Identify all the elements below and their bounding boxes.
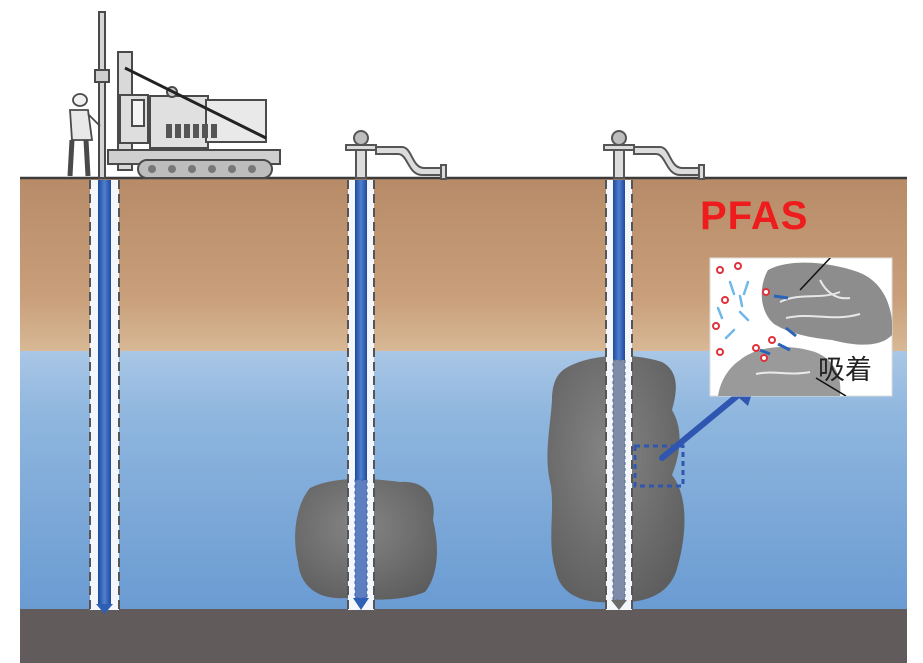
well-head-3 bbox=[603, 130, 705, 180]
adsorption-markers bbox=[759, 294, 797, 356]
well-1 bbox=[89, 180, 120, 614]
pfas-molecule-markers bbox=[712, 262, 776, 362]
bedrock-layer bbox=[20, 609, 907, 663]
pfas-label: PFAS bbox=[700, 194, 809, 238]
well-head-2 bbox=[345, 130, 447, 180]
well-2 bbox=[347, 180, 375, 610]
well-3 bbox=[605, 180, 633, 610]
worker-icon bbox=[67, 93, 101, 177]
adsorption-label: 吸着 bbox=[818, 355, 872, 386]
flow-arrow-markers bbox=[716, 280, 750, 340]
arrow-icon bbox=[659, 389, 745, 461]
adsorption-inset bbox=[709, 257, 893, 397]
adsorbent-particle-lower bbox=[718, 347, 841, 396]
detail-region-box bbox=[633, 444, 685, 488]
adsorbent-particle-upper bbox=[761, 262, 892, 345]
drill-rig-icon bbox=[94, 11, 281, 179]
